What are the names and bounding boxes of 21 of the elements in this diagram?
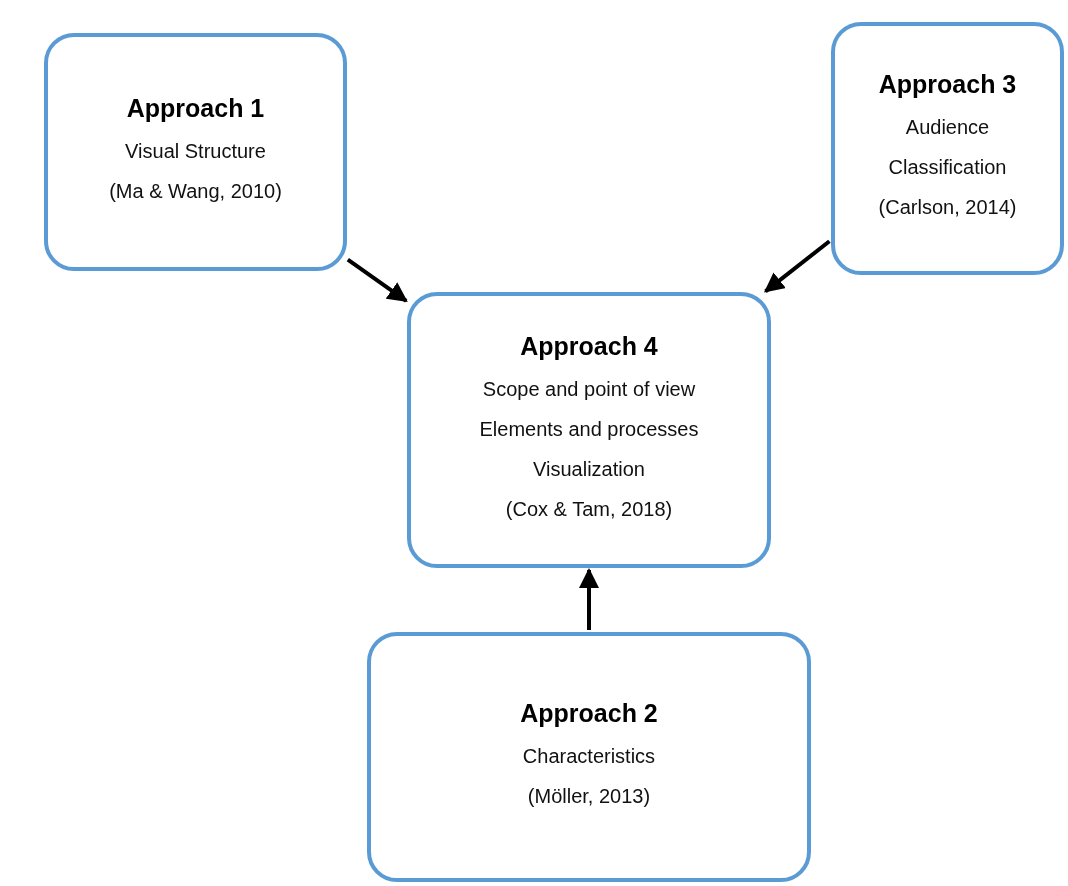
box-text: Visual Structure bbox=[125, 138, 266, 164]
rounded-box bbox=[831, 22, 1064, 275]
box-text: Characteristics bbox=[522, 743, 656, 769]
box-text: (Cox & Tam, 2018) bbox=[505, 496, 673, 522]
box-text: Visualization bbox=[533, 456, 645, 482]
box-heading: Approach 1 bbox=[126, 93, 265, 123]
rounded-box bbox=[407, 292, 771, 568]
box-text: (Ma & Wang, 2010) bbox=[109, 178, 282, 204]
box-heading: Approach 2 bbox=[520, 698, 658, 728]
box-heading: Approach 3 bbox=[878, 70, 1017, 99]
arrow bbox=[346, 257, 408, 303]
arrow bbox=[579, 568, 599, 630]
box-text: (Carlson, 2014) bbox=[878, 195, 1017, 220]
rounded-box bbox=[367, 632, 811, 882]
box-heading: Approach 4 bbox=[520, 331, 658, 361]
arrow bbox=[763, 239, 831, 293]
rounded-box bbox=[44, 33, 347, 271]
box-text: Scope and point of view bbox=[482, 376, 696, 402]
box-text: Audience Classification bbox=[887, 115, 1008, 180]
box-text: Elements and processes bbox=[479, 416, 699, 442]
box-text: (Möller, 2013) bbox=[527, 783, 651, 809]
